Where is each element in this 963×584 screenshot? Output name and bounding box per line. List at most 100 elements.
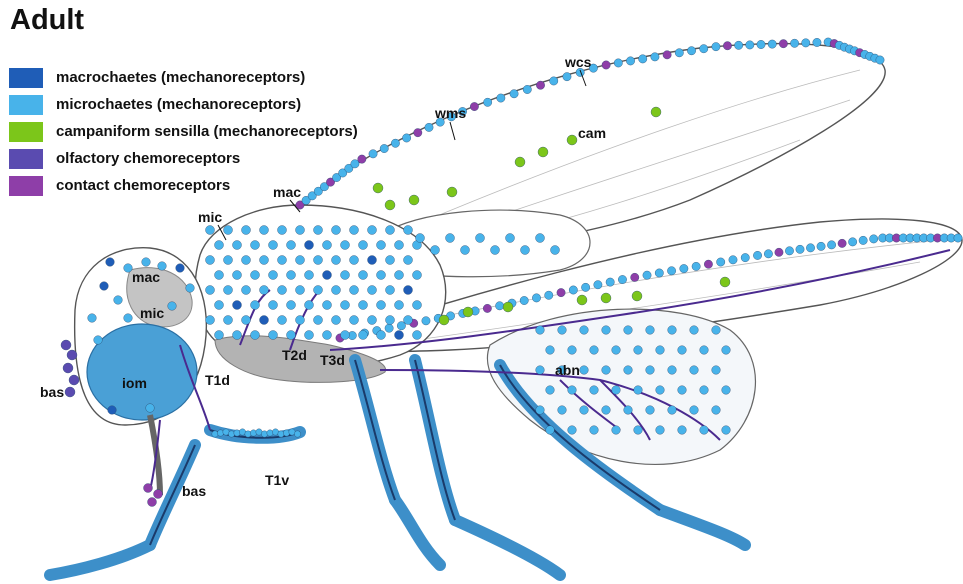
thorax-microchaete xyxy=(368,316,377,325)
leg-microchaete xyxy=(217,430,223,436)
thorax-microchaete xyxy=(278,286,287,295)
wing-margin-sensillum xyxy=(626,57,634,65)
wing-margin-sensillum xyxy=(680,264,688,272)
thorax-microchaete xyxy=(224,226,233,235)
label-t1v: T1v xyxy=(265,472,289,488)
scutellum-microchaete xyxy=(521,246,530,255)
compound-eye xyxy=(87,324,197,420)
campaniform-sensillum xyxy=(577,295,587,305)
label-iom: iom xyxy=(122,375,147,391)
thorax-microchaete xyxy=(332,256,341,265)
abdomen-microchaete xyxy=(678,426,687,435)
abdomen-microchaete xyxy=(656,426,665,435)
wing-margin-sensillum xyxy=(391,139,399,147)
label-wcs: wcs xyxy=(564,54,592,70)
wing-margin-sensillum xyxy=(655,269,663,277)
abdomen-microchaete xyxy=(558,326,567,335)
thorax-microchaete xyxy=(215,331,224,340)
abdomen-microchaete xyxy=(536,366,545,375)
abdomen-microchaete xyxy=(568,346,577,355)
thorax-microchaete xyxy=(260,256,269,265)
abdomen-microchaete xyxy=(712,406,721,415)
olfactory-sensillum xyxy=(67,350,77,360)
wing-margin-sensillum xyxy=(414,128,422,136)
thorax-microchaete xyxy=(305,241,314,250)
thorax-microchaete xyxy=(413,331,422,340)
wing-margin-sensillum xyxy=(729,256,737,264)
wing-margin-sensillum xyxy=(817,242,825,250)
abdomen-microchaete xyxy=(580,326,589,335)
thorax-microchaete xyxy=(332,286,341,295)
wing-margin-sensillum xyxy=(692,262,700,270)
leg-microchaete xyxy=(212,431,218,437)
leg-microchaete xyxy=(250,430,256,436)
leg-microchaete xyxy=(261,431,267,437)
thorax-microchaete xyxy=(368,256,377,265)
wing-margin-sensillum xyxy=(594,281,602,289)
wing-margin-sensillum xyxy=(483,304,491,312)
scutellum-microchaete xyxy=(431,246,440,255)
thorax-microchaete xyxy=(215,301,224,310)
abdomen-microchaete xyxy=(646,406,655,415)
abdomen-microchaete xyxy=(678,386,687,395)
wing-margin-sensillum xyxy=(639,55,647,63)
abdomen-microchaete xyxy=(678,346,687,355)
thorax-microchaete xyxy=(233,301,242,310)
leg-microchaete xyxy=(234,430,240,436)
olfactory-sensillum xyxy=(63,363,73,373)
thorax-microchaete xyxy=(305,331,314,340)
abdomen-microchaete xyxy=(612,426,621,435)
thorax-microchaete xyxy=(260,316,269,325)
leg-microchaete xyxy=(294,431,300,437)
thorax-microchaete xyxy=(395,241,404,250)
wing-margin-sensillum xyxy=(764,250,772,258)
wing-margin-sensillum xyxy=(380,144,388,152)
wing-margin-sensillum xyxy=(470,102,478,110)
thorax-microchaete xyxy=(413,301,422,310)
wing-margin-sensillum xyxy=(385,324,393,332)
wing-margin-sensillum xyxy=(402,134,410,142)
wing-margin-sensillum xyxy=(569,286,577,294)
thorax-microchaete xyxy=(323,301,332,310)
wing-margin-sensillum xyxy=(520,296,528,304)
campaniform-sensillum xyxy=(439,315,449,325)
wing-margin-sensillum xyxy=(859,236,867,244)
abdomen-microchaete xyxy=(634,346,643,355)
thorax-microchaete xyxy=(305,301,314,310)
label-cam: cam xyxy=(578,125,606,141)
thorax-microchaete xyxy=(377,271,386,280)
label-t2d: T2d xyxy=(282,347,307,363)
abdomen-microchaete xyxy=(668,406,677,415)
thorax-microchaete xyxy=(323,241,332,250)
wing-margin-sensillum xyxy=(785,247,793,255)
label-mic-thorax: mic xyxy=(198,209,222,225)
scutellum-microchaete xyxy=(536,234,545,243)
thorax-microchaete xyxy=(215,271,224,280)
thorax-microchaete xyxy=(350,226,359,235)
wing-margin-sensillum xyxy=(768,40,776,48)
wing-margin-sensillum xyxy=(563,72,571,80)
label-mic-head: mic xyxy=(140,305,164,321)
wing-margin-sensillum xyxy=(536,81,544,89)
abdomen-microchaete xyxy=(590,426,599,435)
abdomen-microchaete xyxy=(646,326,655,335)
abdomen-microchaete xyxy=(624,326,633,335)
thorax-microchaete xyxy=(359,241,368,250)
thorax-microchaete xyxy=(305,271,314,280)
wing-margin-sensillum xyxy=(631,273,639,281)
wing-margin-sensillum xyxy=(495,302,503,310)
wing-margin-sensillum xyxy=(532,294,540,302)
label-bas-leg: bas xyxy=(182,483,206,499)
abdomen-microchaete xyxy=(690,366,699,375)
wing-margin-sensillum xyxy=(667,267,675,275)
scutellum-microchaete xyxy=(416,234,425,243)
abdomen-microchaete xyxy=(656,386,665,395)
wing-margin-sensillum xyxy=(606,278,614,286)
thorax-microchaete xyxy=(242,286,251,295)
thorax-microchaete xyxy=(368,226,377,235)
contact-chemoreceptor xyxy=(154,490,163,499)
abdomen-microchaete xyxy=(536,326,545,335)
thorax-microchaete xyxy=(350,286,359,295)
thorax-microchaete xyxy=(377,331,386,340)
head-sensillum xyxy=(114,296,123,305)
